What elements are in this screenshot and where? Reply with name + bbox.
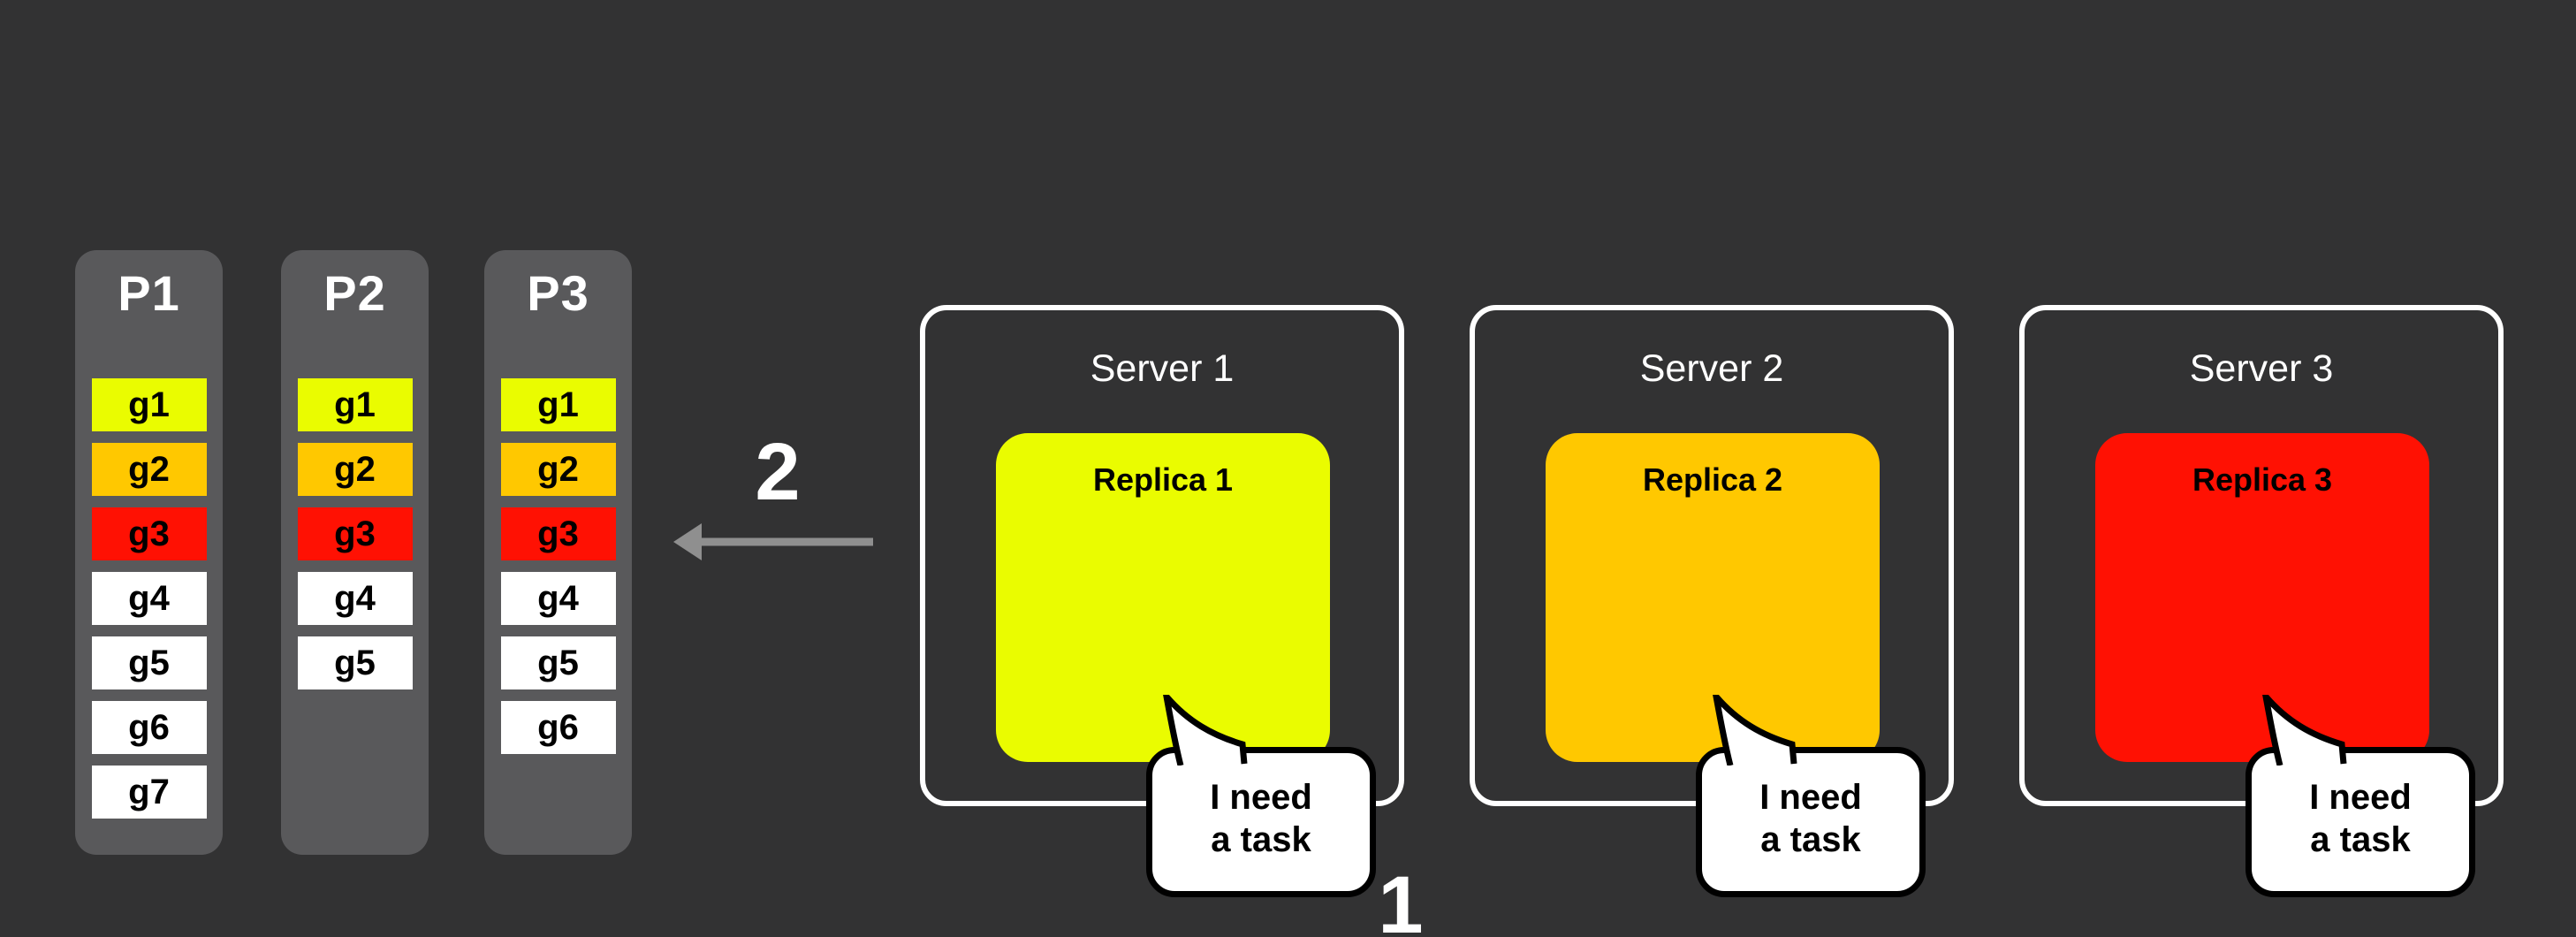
- task-cell: g5: [297, 636, 413, 689]
- server-title: Server 3: [2189, 347, 2334, 390]
- task-cell: g4: [297, 572, 413, 625]
- task-list: g1 g2 g3 g4 g5: [281, 378, 429, 689]
- task-cell: g4: [500, 572, 616, 625]
- partition-title: P2: [323, 265, 386, 321]
- task-cell: g2: [91, 443, 207, 496]
- task-cell: g6: [500, 701, 616, 754]
- step-1-label: 1: [1378, 860, 1424, 937]
- bubble-text: I need a task: [2252, 776, 2469, 861]
- bubble-line-1: I need: [1759, 778, 1862, 817]
- partition-p3: P3 g1 g2 g3 g4 g5 g6: [484, 250, 632, 855]
- server-2-box: Server 2 Replica 2 I need a task: [1470, 305, 1954, 897]
- task-cell: g6: [91, 701, 207, 754]
- arrow-left-icon: [673, 523, 873, 560]
- replica-3-box: Replica 3: [2095, 433, 2429, 762]
- task-cell: g3: [91, 507, 207, 560]
- partition-title: P1: [118, 265, 180, 321]
- bubble-line-1: I need: [2309, 778, 2412, 817]
- task-cell: g2: [500, 443, 616, 496]
- replica-label: Replica 1: [1092, 461, 1234, 498]
- task-cell: g1: [500, 378, 616, 431]
- bubble-text: I need a task: [1152, 776, 1370, 861]
- server-title: Server 1: [1090, 347, 1235, 390]
- partition-title: P3: [527, 265, 589, 321]
- speech-bubble: I need a task: [1146, 695, 1376, 897]
- replica-label: Replica 2: [1642, 461, 1783, 498]
- bubble-tail-icon: [2262, 695, 2347, 766]
- speech-bubble: I need a task: [2245, 695, 2475, 897]
- bubble-text: I need a task: [1702, 776, 1919, 861]
- replica-label: Replica 3: [2192, 461, 2333, 498]
- bubble-line-2: a task: [2310, 820, 2411, 859]
- task-cell: g7: [91, 766, 207, 819]
- bubble-line-2: a task: [1760, 820, 1861, 859]
- server-3-box: Server 3 Replica 3 I need a task: [2019, 305, 2504, 897]
- task-cell: g5: [91, 636, 207, 689]
- task-cell: g4: [91, 572, 207, 625]
- replica-2-box: Replica 2: [1546, 433, 1880, 762]
- task-list: g1 g2 g3 g4 g5 g6: [484, 378, 632, 754]
- server-1-box: Server 1 Replica 1 I need a task: [920, 305, 1404, 897]
- partition-p1: P1 g1 g2 g3 g4 g5 g6 g7: [75, 250, 223, 855]
- task-cell: g3: [297, 507, 413, 560]
- task-cell: g1: [297, 378, 413, 431]
- bubble-tail-icon: [1713, 695, 1797, 766]
- task-cell: g3: [500, 507, 616, 560]
- replica-1-box: Replica 1: [996, 433, 1330, 762]
- speech-bubble: I need a task: [1696, 695, 1926, 897]
- server-title: Server 2: [1639, 347, 1784, 390]
- partition-p2: P2 g1 g2 g3 g4 g5: [281, 250, 429, 855]
- task-cell: g1: [91, 378, 207, 431]
- bubble-tail-icon: [1163, 695, 1248, 766]
- step-2-label: 2: [755, 427, 801, 517]
- task-cell: g5: [500, 636, 616, 689]
- bubble-line-1: I need: [1210, 778, 1312, 817]
- task-list: g1 g2 g3 g4 g5 g6 g7: [75, 378, 223, 819]
- task-cell: g2: [297, 443, 413, 496]
- bubble-line-2: a task: [1211, 820, 1311, 859]
